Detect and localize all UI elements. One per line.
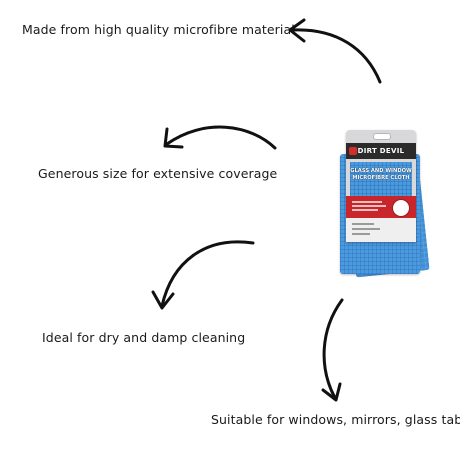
packaging-fine-print — [352, 223, 374, 225]
packaging-seal-icon — [392, 199, 410, 217]
product-image: DIRT DEVIL GLASS AND WINDOW MICROFIBRE C… — [336, 124, 430, 282]
packaging-title-line1: GLASS AND WINDOW — [350, 168, 412, 174]
feature-text-generous-size: Generous size for extensive coverage — [38, 166, 278, 181]
curved-arrow-icon-1 — [288, 18, 382, 84]
curved-arrow-icon-4 — [321, 298, 344, 402]
feature-text-microfibre-material: Made from high quality microfibre materi… — [22, 22, 295, 37]
curved-arrow-icon-3 — [151, 240, 255, 310]
packaging-fine-print — [352, 205, 386, 207]
product-packaging-card: DIRT DEVIL GLASS AND WINDOW MICROFIBRE C… — [346, 130, 416, 242]
packaging-title: GLASS AND WINDOW MICROFIBRE CLOTH — [346, 168, 416, 188]
packaging-red-band — [346, 196, 416, 218]
packaging-window — [350, 162, 412, 196]
packaging-fine-print — [352, 201, 382, 203]
curved-arrow-icon-2 — [163, 125, 277, 150]
packaging-title-line2: MICROFIBRE CLOTH — [352, 175, 410, 181]
packaging-bottom-panel — [346, 218, 416, 242]
packaging-fine-print — [352, 209, 378, 211]
packaging-fine-print — [352, 228, 380, 230]
hang-hole — [373, 133, 391, 140]
feature-text-suitable-surfaces: Suitable for windows, mirrors, glass tab… — [211, 412, 460, 427]
brand-logo: DIRT DEVIL — [346, 143, 416, 159]
packaging-fine-print — [352, 233, 370, 235]
brand-name: DIRT DEVIL — [357, 147, 405, 155]
brand-logo-icon — [349, 147, 357, 155]
feature-text-dry-damp-cleaning: Ideal for dry and damp cleaning — [42, 330, 246, 345]
